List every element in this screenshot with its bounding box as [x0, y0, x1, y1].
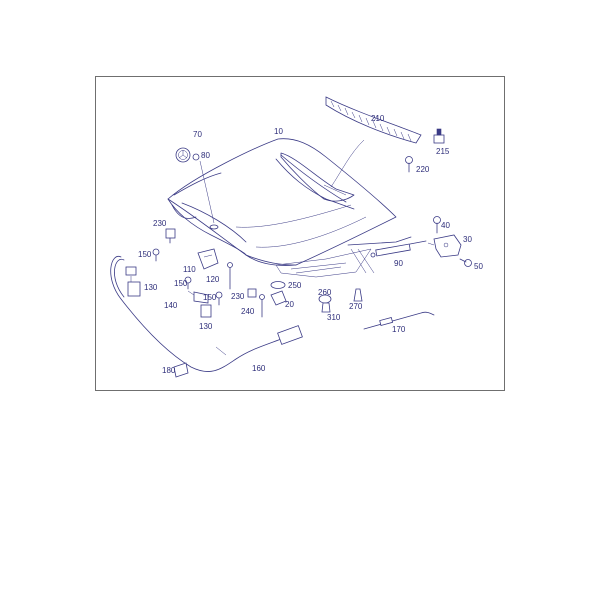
callout-150c: 150: [203, 293, 217, 302]
part-20: [270, 290, 287, 306]
parts-diagram: 10 70 80 210 215 220 230 40 30 150 90 50…: [110, 96, 483, 378]
latch-part-110: [197, 248, 219, 270]
callout-215: 215: [436, 147, 450, 156]
callout-50: 50: [474, 262, 483, 271]
callout-140: 140: [164, 301, 178, 310]
callout-130a: 130: [144, 283, 158, 292]
hood-part-10: [167, 138, 412, 278]
callout-260: 260: [318, 288, 332, 297]
callout-250: 250: [288, 281, 302, 290]
callout-210: 210: [371, 114, 385, 123]
callout-230a: 230: [153, 219, 167, 228]
callout-230b: 230: [231, 292, 245, 301]
emblem-part-70: [175, 147, 215, 224]
callout-20: 20: [285, 300, 294, 309]
clip-part-270: [353, 288, 363, 302]
handle-part-180: [173, 362, 189, 378]
pin-part-240: [259, 294, 265, 318]
callout-40: 40: [441, 221, 450, 230]
bracket-part-140: [187, 290, 209, 304]
callout-90: 90: [394, 259, 403, 268]
callout-160: 160: [252, 364, 266, 373]
plug-part-310: [321, 302, 331, 313]
callout-130b: 130: [199, 322, 213, 331]
pin-part-120: [227, 262, 233, 290]
callout-240: 240: [241, 307, 255, 316]
callout-220: 220: [416, 165, 430, 174]
callout-80: 80: [201, 151, 210, 160]
release-cable-part-160: [110, 256, 303, 372]
cable-part-170: [363, 311, 435, 330]
bolt-part-40: [433, 216, 441, 234]
seal-strip-part-210: [325, 96, 422, 188]
clip-part-215: [433, 128, 445, 144]
lock-part-130b: [200, 304, 212, 318]
callout-70: 70: [193, 130, 202, 139]
callout-30: 30: [463, 235, 472, 244]
gas-strut-part-90: [370, 240, 427, 258]
bumper-part-230a: [165, 228, 176, 244]
screw-part-150b: [184, 276, 192, 290]
callout-labels: 10 70 80 210 215 220 230 40 30 150 90 50…: [138, 114, 483, 375]
callout-310: 310: [327, 313, 341, 322]
bolt-part-50: [459, 258, 472, 267]
part-250: [270, 281, 286, 289]
callout-170: 170: [392, 325, 406, 334]
callout-110: 110: [183, 265, 196, 274]
hinge-part-30: [427, 234, 462, 258]
callout-150a: 150: [138, 250, 152, 259]
callout-270: 270: [349, 302, 363, 311]
screw-part-220: [405, 156, 413, 173]
callout-150b: 150: [174, 279, 188, 288]
parts-diagram-frame: 10 70 80 210 215 220 230 40 30 150 90 50…: [95, 76, 505, 391]
callout-120: 120: [206, 275, 220, 284]
callout-10: 10: [274, 127, 283, 136]
lock-part-130a: [125, 266, 141, 297]
screw-part-150c: [215, 291, 223, 306]
bumper-part-230b: [247, 288, 257, 298]
callout-180: 180: [162, 366, 176, 375]
screw-part-150a: [152, 248, 160, 262]
